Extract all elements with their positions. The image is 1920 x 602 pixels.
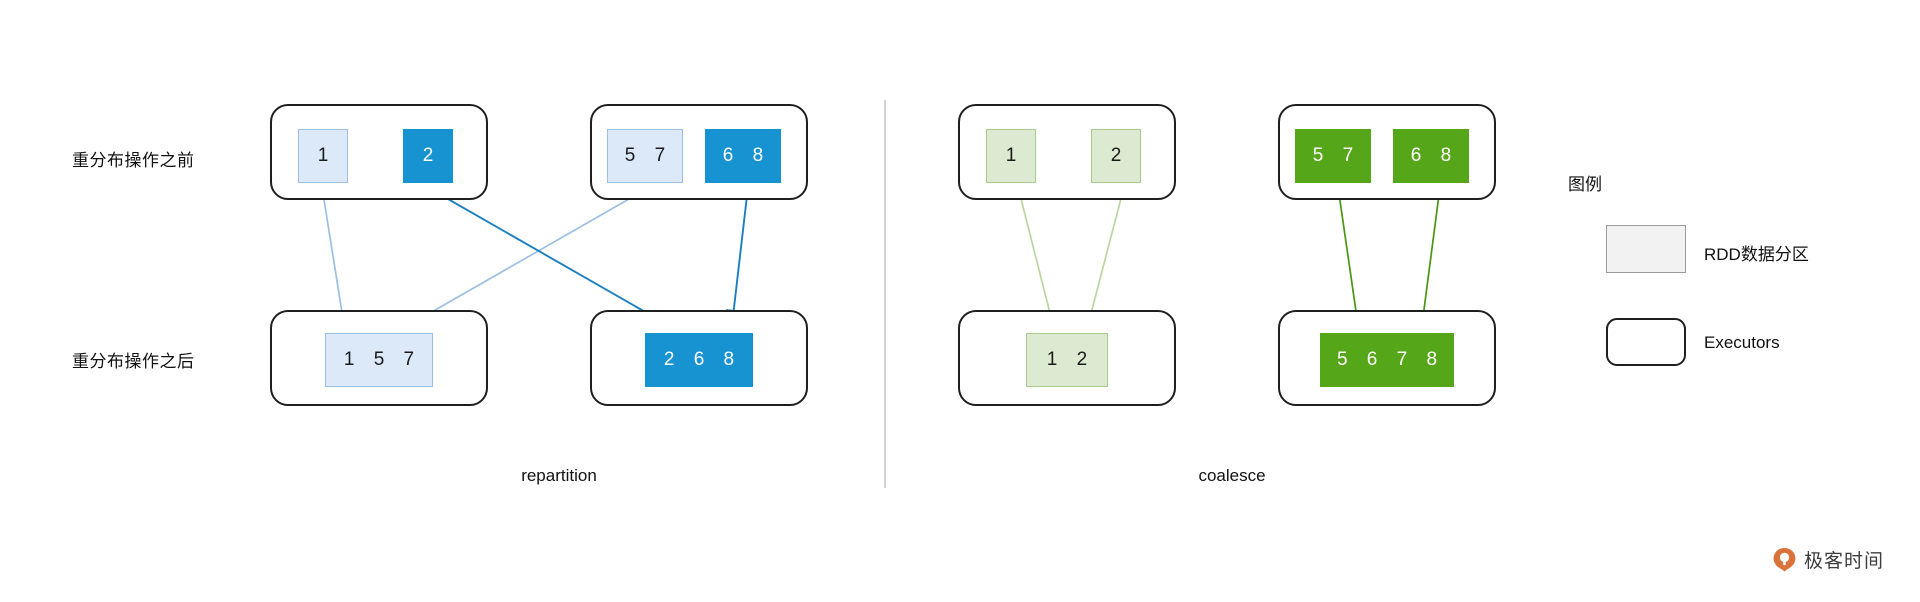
wire-repartition-2-to-268	[426, 186, 670, 326]
partition-repartition-before-1-b[interactable]: 2	[403, 129, 453, 183]
partition-coalesce-before-1-b[interactable]: 2	[1091, 129, 1141, 183]
caption-repartition: repartition	[521, 466, 597, 485]
partition-repartition-before-2-a[interactable]: 5 7	[607, 129, 683, 183]
geektime-logo-icon	[1773, 548, 1796, 572]
legend-swatch-partition-icon	[1606, 225, 1686, 273]
partition-repartition-before-2-b[interactable]: 6 8	[705, 129, 781, 183]
wire-coalesce-1-to-12	[1017, 186, 1057, 327]
partition-repartition-before-1-a[interactable]: 1	[298, 129, 348, 183]
legend-label-partition: RDD数据分区	[1704, 245, 1809, 264]
executor-repartition-before-2[interactable]: 5 7 6 8	[590, 104, 808, 200]
caption-coalesce: coalesce	[1198, 466, 1266, 485]
legend-label-executor: Executors	[1704, 333, 1780, 352]
partition-coalesce-before-2-b[interactable]: 6 8	[1393, 129, 1469, 183]
executor-coalesce-before-1[interactable]: 1 2	[958, 104, 1176, 200]
partition-coalesce-before-1-a[interactable]: 1	[986, 129, 1036, 183]
watermark: 极客时间	[1772, 546, 1884, 573]
wire-coalesce-57-to-5678	[1337, 186, 1363, 327]
partition-repartition-after-2[interactable]: 2 6 8	[645, 333, 753, 387]
partition-repartition-after-1[interactable]: 1 5 7	[325, 333, 433, 387]
watermark-text: 极客时间	[1804, 551, 1885, 572]
row-label-before: 重分布操作之前	[72, 151, 195, 170]
executor-coalesce-before-2[interactable]: 5 7 6 8	[1278, 104, 1496, 200]
legend-title: 图例	[1568, 175, 1602, 194]
wire-repartition-1-to-157	[321, 186, 349, 327]
executor-repartition-after-2[interactable]: 2 6 8	[590, 310, 808, 406]
legend-swatch-executor-icon	[1606, 318, 1686, 366]
executor-coalesce-after-1[interactable]: 1 2	[958, 310, 1176, 406]
executor-repartition-after-1[interactable]: 1 5 7	[270, 310, 488, 406]
wire-repartition-68-to-268	[726, 186, 749, 327]
wire-coalesce-68-to-5678	[1417, 186, 1441, 327]
executor-repartition-before-1[interactable]: 1 2	[270, 104, 488, 200]
executor-coalesce-after-2[interactable]: 5 6 7 8	[1278, 310, 1496, 406]
panel-divider	[884, 100, 886, 488]
row-label-after: 重分布操作之后	[72, 352, 195, 371]
partition-coalesce-after-2[interactable]: 5 6 7 8	[1320, 333, 1454, 387]
wire-coalesce-2-to-12	[1084, 186, 1125, 327]
wire-repartition-57-to-157	[407, 186, 651, 326]
partition-coalesce-after-1[interactable]: 1 2	[1026, 333, 1108, 387]
partition-coalesce-before-2-a[interactable]: 5 7	[1295, 129, 1371, 183]
